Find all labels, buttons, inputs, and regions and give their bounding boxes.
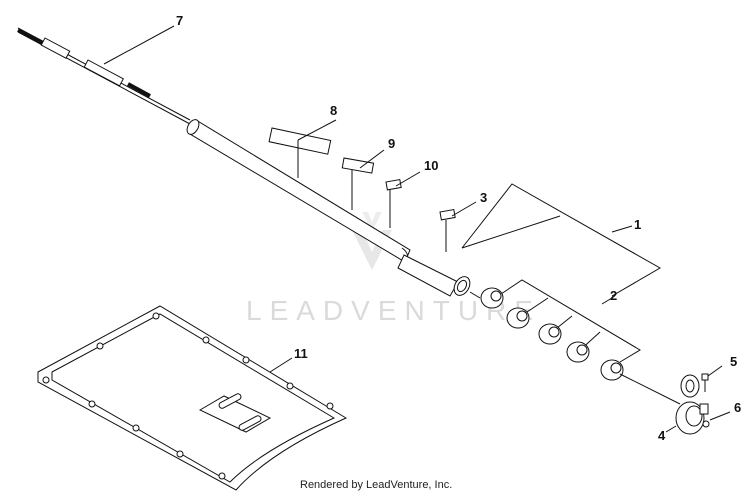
callout-1: 1 (634, 217, 641, 232)
part-1-bracket (461, 183, 662, 297)
part-9-label-decal (341, 149, 385, 210)
part-4-eyebolt (665, 374, 709, 435)
part-8-label-decal (268, 119, 337, 178)
part-6-nut (702, 411, 731, 428)
ferrule-2 (506, 307, 530, 329)
part-5-screw (701, 365, 723, 392)
ferrule-1 (480, 287, 504, 309)
footer-credit: Rendered by LeadVenture, Inc. (300, 479, 453, 491)
ferrule-5 (600, 359, 624, 381)
part-7-cable (17, 27, 191, 125)
callouts: 7 8 9 10 3 1 2 11 5 6 4 (103, 13, 741, 443)
part-3-label-decal (439, 201, 477, 252)
callout-3: 3 (480, 190, 487, 205)
ferrule-3 (538, 323, 562, 345)
part-11-mat (37, 305, 348, 491)
callout-11: 11 (294, 346, 308, 361)
part-10-label-decal (385, 171, 421, 228)
callout-6: 6 (734, 400, 741, 415)
callout-10: 10 (424, 158, 438, 173)
watermark: LEADVENTURE (246, 212, 533, 326)
part-8-tube (186, 119, 481, 299)
callout-9: 9 (388, 136, 395, 151)
callout-4: 4 (658, 428, 666, 443)
callout-8: 8 (330, 103, 337, 118)
part-2-ferrules (480, 279, 681, 405)
callout-2: 2 (610, 288, 617, 303)
callout-5: 5 (730, 354, 737, 369)
ferrule-4 (566, 341, 590, 363)
callout-7: 7 (176, 13, 183, 28)
mat-grommets (42, 312, 334, 480)
